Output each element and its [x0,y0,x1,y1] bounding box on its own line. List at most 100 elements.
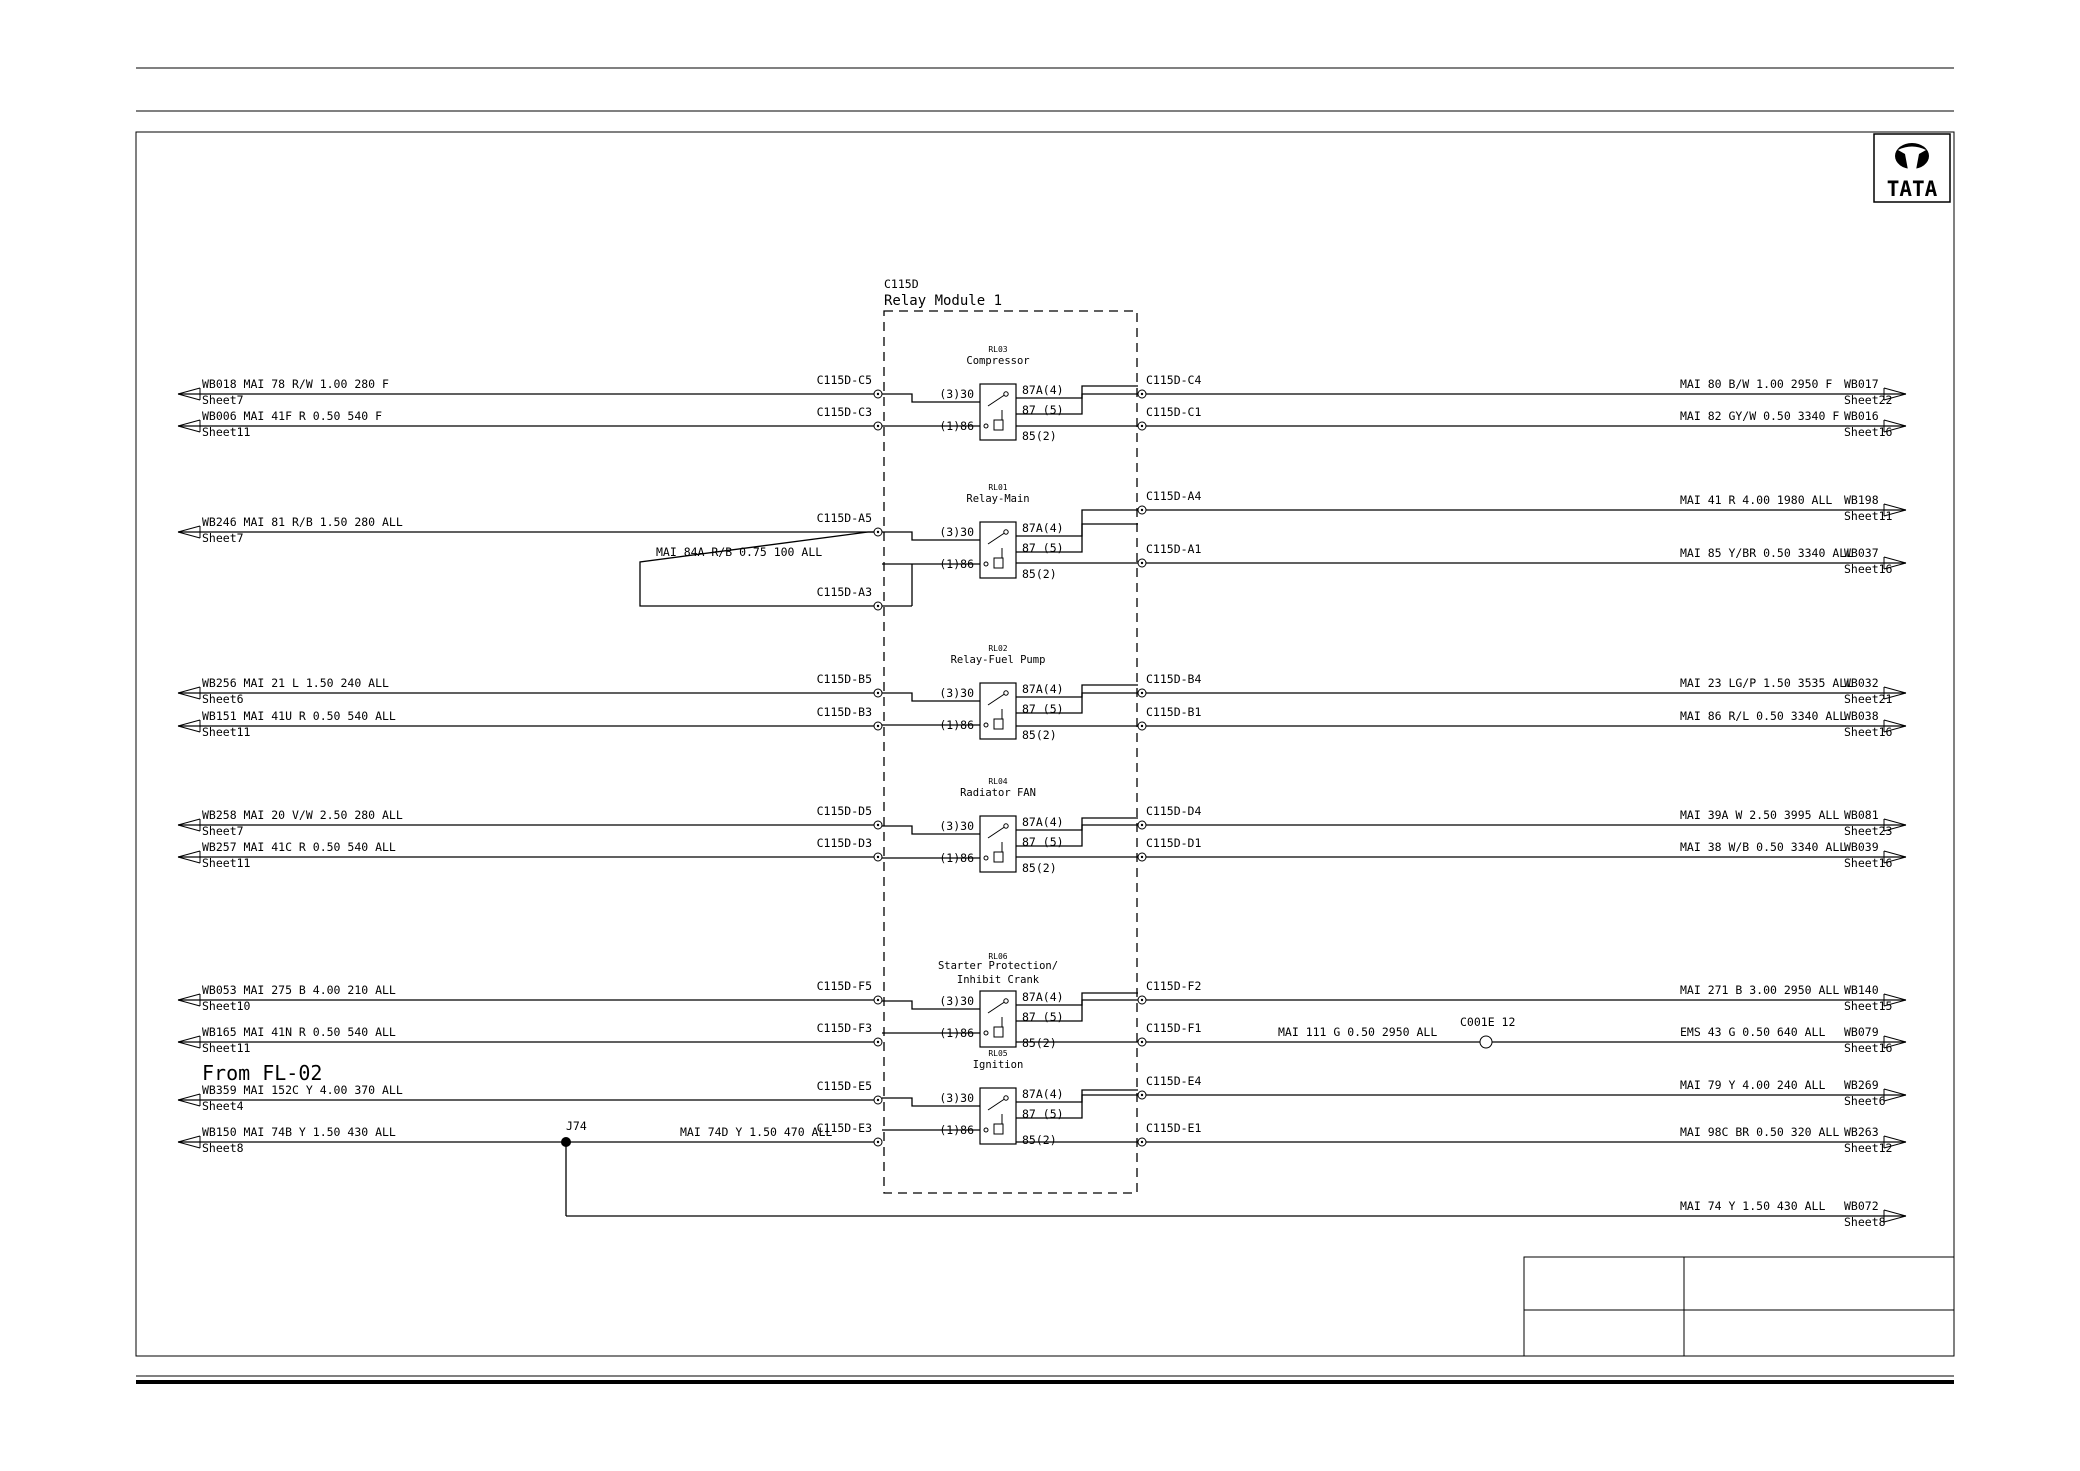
right-pin-terminal-dot [1140,508,1144,512]
right-wire-id: WB032 [1844,676,1879,690]
left-pin-terminal-dot [876,392,880,396]
left-sheet-ref: Sheet11 [202,725,251,739]
right-pin-terminal-dot [1140,724,1144,728]
right-sheet-ref: Sheet16 [1844,725,1893,739]
relay-out-87a [1016,817,1138,831]
right-sheet-ref: Sheet6 [1844,1094,1886,1108]
a3-pin-label: C115D-A3 [817,585,872,599]
relay-in-30 [882,1000,980,1010]
a5-a3-loop [639,531,874,607]
relay-pin87: 87 (5) [1022,835,1064,849]
right-wire-label: MAI 80 B/W 1.00 2950 F [1680,377,1832,391]
right-wire-label: MAI 85 Y/BR 0.50 3340 ALL [1680,546,1853,560]
c001e-connector [1479,1035,1493,1049]
left-pin-label: C115D-B3 [817,705,872,719]
left-sheet-ref: Sheet11 [202,1041,251,1055]
relay-coil-pin [983,1127,989,1133]
relay-coil-pin [983,561,989,567]
relay-pin85: 85(2) [1022,861,1057,875]
relay-body [979,1087,1017,1145]
relay-pin86: (1)86 [939,718,974,732]
right-wire-id: WB269 [1844,1078,1879,1092]
right-wire-label: MAI 74 Y 1.50 430 ALL [1680,1199,1825,1213]
right-wire-label: MAI 79 Y 4.00 240 ALL [1680,1078,1825,1092]
right-sheet-ref: Sheet8 [1844,1215,1886,1229]
relay-pin85: 85(2) [1022,567,1057,581]
relay-pin87a: 87A(4) [1022,815,1064,829]
relay-name: Relay-Fuel Pump [951,654,1046,666]
relay-contact [987,393,1007,407]
relay-pin30: (3)30 [939,525,974,539]
left-sheet-ref: Sheet11 [202,425,251,439]
relay-out-87 [1016,692,1138,714]
right-pin-label: C115D-C4 [1146,373,1201,387]
left-wire-label: WB258 MAI 20 V/W 2.50 280 ALL [202,808,403,822]
relay-in-30 [882,1097,980,1107]
left-pin-label: C115D-C5 [817,373,872,387]
right-pin-terminal-dot [1140,998,1144,1002]
relay-contact-pin [1003,690,1009,696]
left-wire-label: WB256 MAI 21 L 1.50 240 ALL [202,676,389,690]
relay-layer [979,383,1017,1145]
e3-mid-label: MAI 74D Y 1.50 470 ALL [680,1125,832,1139]
left-pin-terminal-dot [876,855,880,859]
right-pin-label: C115D-F2 [1146,979,1201,993]
relay-id: RL06 [988,952,1007,961]
relay-pin87: 87 (5) [1022,702,1064,716]
relay-name: Compressor [966,355,1029,367]
left-pin-label: C115D-A5 [817,511,872,525]
relay-id: RL03 [988,345,1007,354]
relay-pin30: (3)30 [939,387,974,401]
right-pin-label: C115D-B1 [1146,705,1201,719]
logo-text: TATA [1887,177,1938,201]
right-sheet-ref: Sheet16 [1844,562,1893,576]
right-pin-terminal-dot [1140,691,1144,695]
right-sheet-ref: Sheet16 [1844,856,1893,870]
label-layer: WB018 MAI 78 R/W 1.00 280 FSheet7C115D-C… [202,345,1893,1229]
wire-layer [177,385,1907,1223]
right-pin-terminal-dot [1140,392,1144,396]
right-pin-label: C115D-F1 [1146,1021,1201,1035]
relay-name: Ignition [973,1059,1024,1071]
right-wire-id: WB038 [1844,709,1879,723]
right-wire-label: MAI 39A W 2.50 3995 ALL [1680,808,1839,822]
relay-pin87a: 87A(4) [1022,1087,1064,1101]
from-label: From FL-02 [202,1061,322,1085]
relay-body [979,682,1017,740]
relay-name: Starter Protection/ [938,960,1058,972]
relay-out-87 [1016,393,1138,415]
right-wire-label: MAI 98C BR 0.50 320 ALL [1680,1125,1839,1139]
relay-pin87a: 87A(4) [1022,682,1064,696]
right-wire-label: MAI 41 R 4.00 1980 ALL [1680,493,1832,507]
relay-in-30 [882,531,980,541]
right-pin-label: C115D-D4 [1146,804,1201,818]
right-wire-id: WB081 [1844,808,1879,822]
module-id: C115D [884,277,919,291]
left-wire-label: WB018 MAI 78 R/W 1.00 280 F [202,377,389,391]
relay-pin85: 85(2) [1022,728,1057,742]
relay-out-87 [1016,824,1138,847]
left-sheet-ref: Sheet4 [202,1099,244,1113]
relay-contact [987,692,1007,706]
relay-pin85: 85(2) [1022,429,1057,443]
left-pin-label: C115D-F5 [817,979,872,993]
relay-coil [993,1123,1004,1135]
left-wire-label: WB006 MAI 41F R 0.50 540 F [202,409,382,423]
left-sheet-ref: Sheet10 [202,999,251,1013]
left-pin-terminal-dot [876,691,880,695]
relay-contact [987,825,1007,839]
relay-name: Radiator FAN [960,787,1036,799]
relay-pin86: (1)86 [939,419,974,433]
relay-id: RL05 [988,1049,1007,1058]
relay-pin85: 85(2) [1022,1036,1057,1050]
left-sheet-ref: Sheet7 [202,393,244,407]
left-pin-terminal-dot [876,1140,880,1144]
relay-id: RL04 [988,777,1007,786]
left-pin-label: C115D-F3 [817,1021,872,1035]
right-wire-label: MAI 86 R/L 0.50 3340 ALL [1680,709,1846,723]
relay-contact [987,1097,1007,1111]
relay-pin87: 87 (5) [1022,541,1064,555]
left-pin-terminal-dot [876,1040,880,1044]
right-pin-label: C115D-C1 [1146,405,1201,419]
